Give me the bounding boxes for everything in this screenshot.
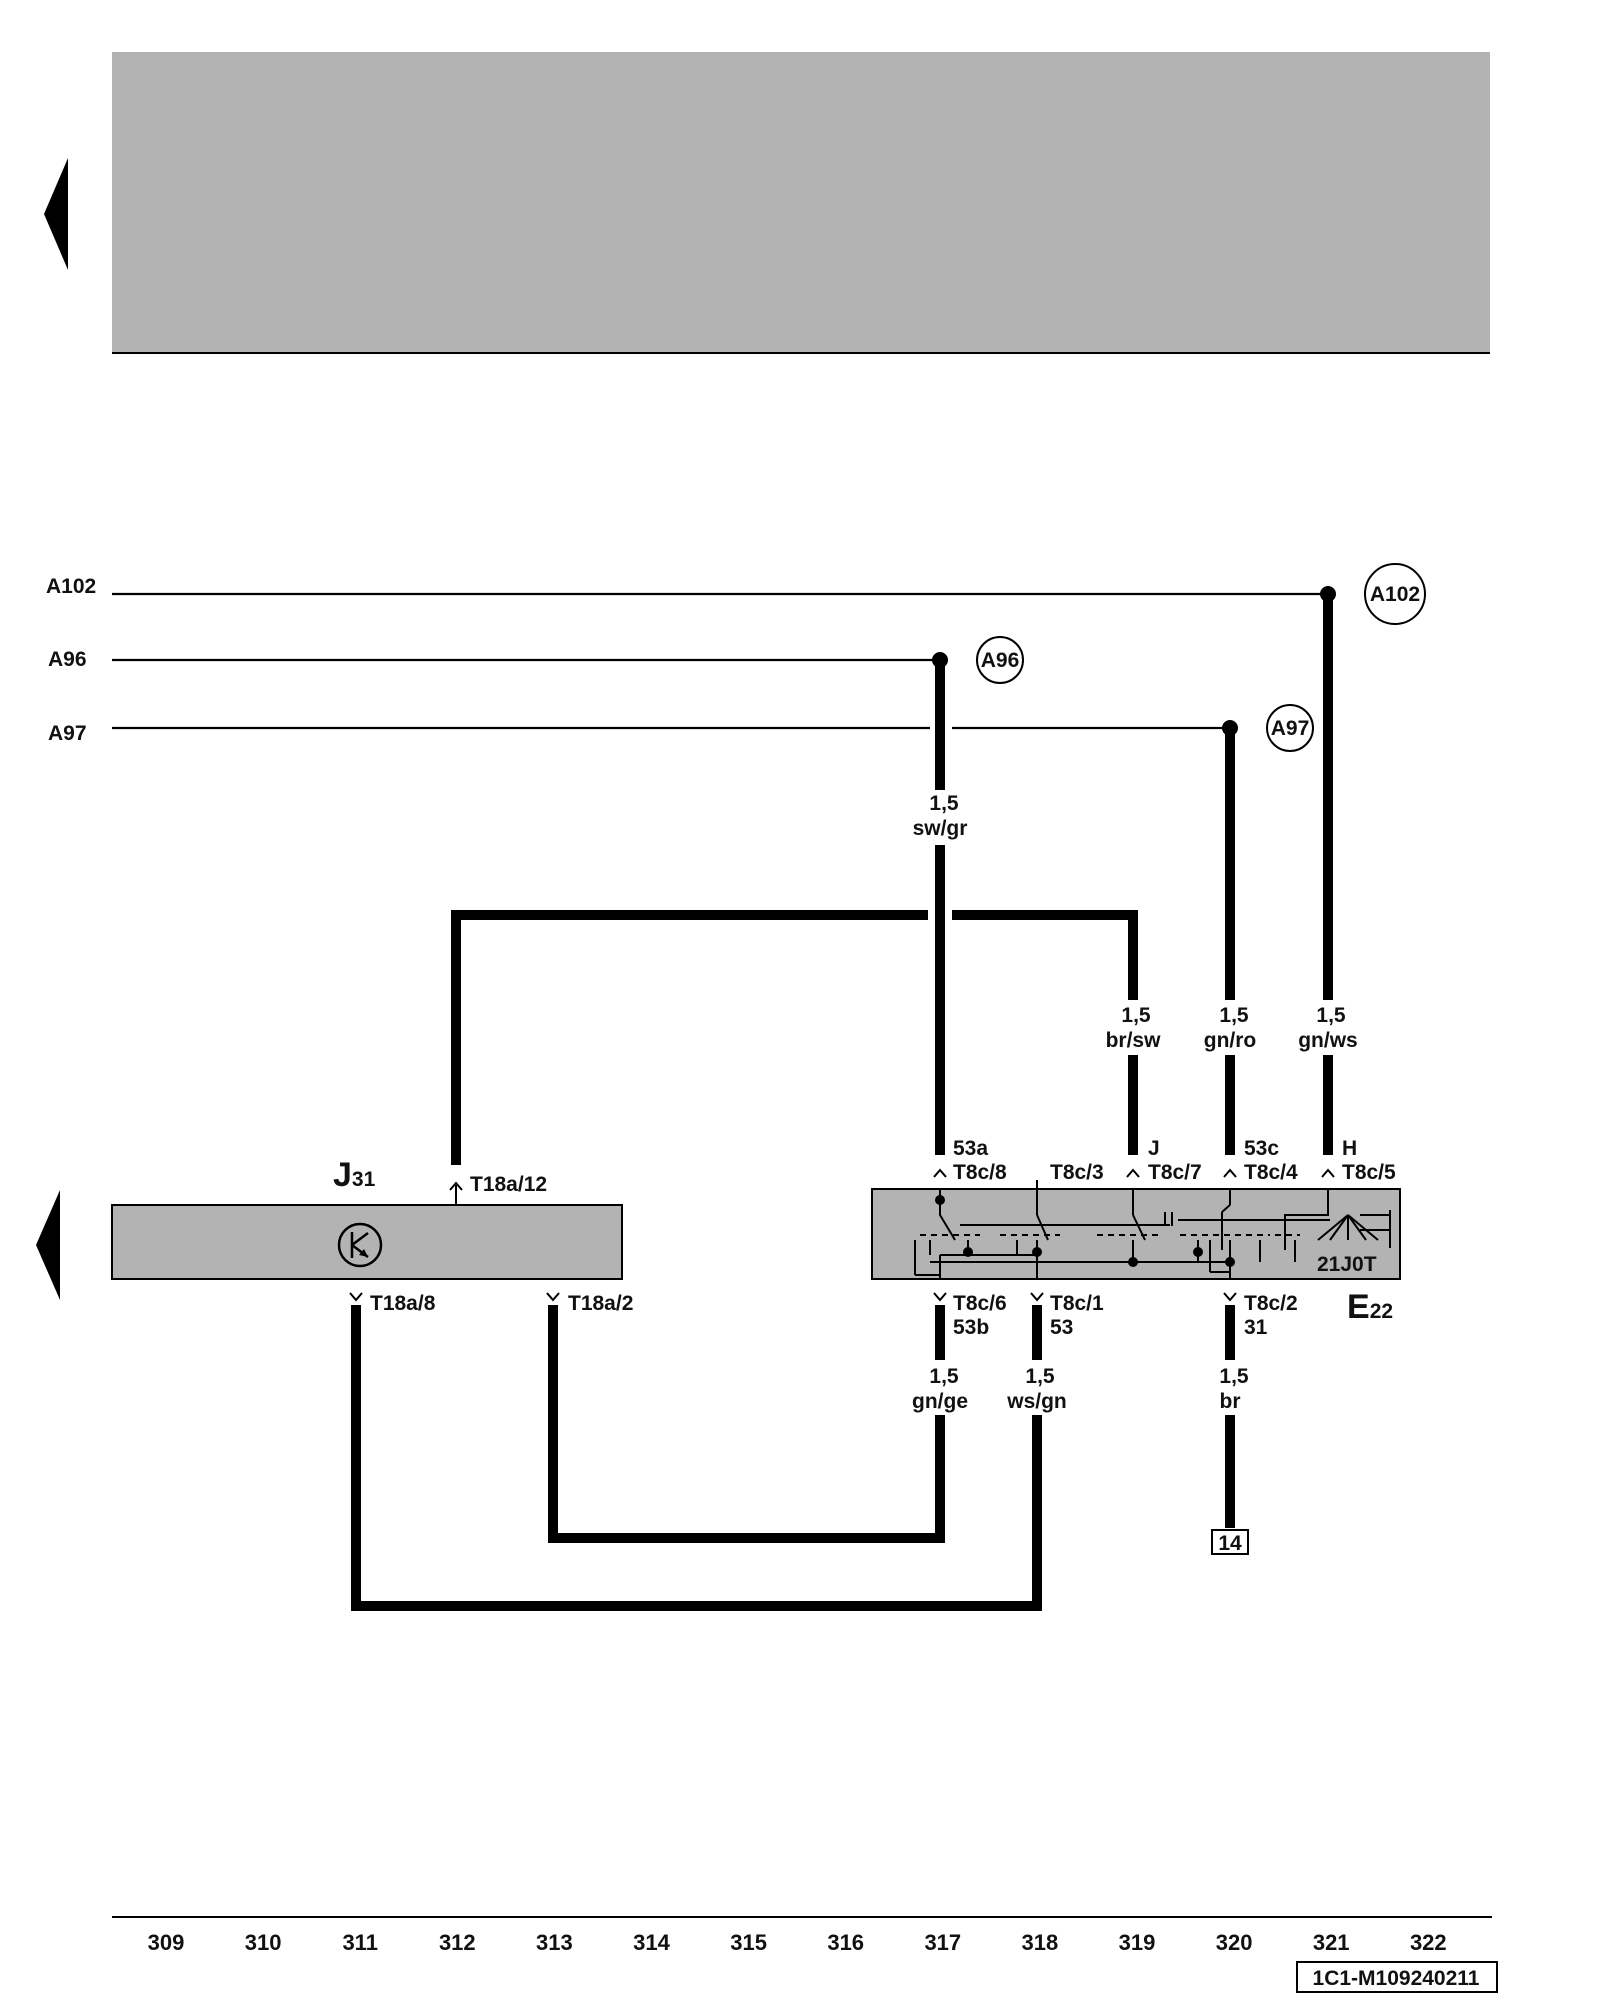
svg-text:gn/ge: gn/ge xyxy=(912,1390,968,1413)
track-number: 314 xyxy=(633,1930,670,1955)
svg-text:1,5: 1,5 xyxy=(1219,1365,1249,1388)
wire-label-gn-ws: 1,5 gn/ws xyxy=(1298,1004,1358,1052)
svg-text:1,5: 1,5 xyxy=(1219,1004,1249,1027)
pin-arrow-j31-left xyxy=(349,1292,363,1302)
svg-text:sw/gr: sw/gr xyxy=(913,817,968,840)
ground-line-a102: A102 A102 xyxy=(46,563,1426,625)
component-j31[interactable]: J31 xyxy=(111,1156,623,1280)
svg-text:gn/ro: gn/ro xyxy=(1204,1029,1257,1052)
wire-label-br: 1,5 br xyxy=(1219,1365,1249,1413)
connector-label-a97: A97 xyxy=(1271,717,1310,740)
track-number: 315 xyxy=(730,1930,767,1955)
svg-text:1C1-M109240211: 1C1-M109240211 xyxy=(1313,1967,1480,1990)
svg-text:1,5: 1,5 xyxy=(1316,1004,1346,1027)
track-number: 310 xyxy=(245,1930,282,1955)
track-numbers: 309 310 311 312 313 314 315 316 317 318 319 320 321 3… xyxy=(148,1930,1447,1955)
pin-func-31: 31 xyxy=(1244,1316,1268,1339)
pin-label-t18a-2: T18a/2 xyxy=(568,1292,633,1315)
svg-text:gn/ws: gn/ws xyxy=(1298,1029,1358,1052)
pin-label-t18a-12: T18a/12 xyxy=(470,1173,547,1196)
wire-br-sw xyxy=(451,910,1138,1165)
track-number: 309 xyxy=(148,1930,185,1955)
wire-gn-ge xyxy=(548,1305,945,1543)
e22-designation: E22 xyxy=(1347,1288,1393,1326)
wire-label-ws-gn: 1,5 ws/gn xyxy=(1006,1365,1067,1413)
track-number: 317 xyxy=(924,1930,961,1955)
connector-circle-a96 xyxy=(976,636,1024,684)
svg-text:1,5: 1,5 xyxy=(929,1365,959,1388)
pin-label-t8c-3: T8c/3 xyxy=(1050,1161,1104,1184)
wire-label-gn-ro: 1,5 gn/ro xyxy=(1204,1004,1257,1052)
pin-label-t8c-6: T8c/6 xyxy=(953,1292,1007,1315)
track-number: 311 xyxy=(342,1930,378,1955)
pin-label-t8c-8: T8c/8 xyxy=(953,1161,1007,1184)
pin-label-t8c-7: T8c/7 xyxy=(1148,1161,1202,1184)
pin-label-t18a-8: T18a/8 xyxy=(370,1292,436,1315)
svg-text:1,5: 1,5 xyxy=(1025,1365,1055,1388)
doc-code-box: 1C1-M109240211 xyxy=(1296,1961,1498,1993)
pin-func-53b: 53b xyxy=(953,1316,989,1339)
connector-label-a96: A96 xyxy=(981,649,1020,672)
connector-label-a102: A102 xyxy=(1370,583,1420,606)
track-number: 318 xyxy=(1022,1930,1059,1955)
relay-symbol-icon xyxy=(337,1222,383,1268)
track-number: 316 xyxy=(827,1930,864,1955)
connector-circle-a97 xyxy=(1266,704,1314,752)
wire-label-gn-ge: 1,5 gn/ge xyxy=(912,1365,968,1413)
pin-func-h: H xyxy=(1342,1137,1357,1160)
pin-arrow-j31-top xyxy=(449,1181,463,1205)
track-number: 313 xyxy=(536,1930,573,1955)
pin-label-t8c-1: T8c/1 xyxy=(1050,1292,1104,1315)
svg-text:14: 14 xyxy=(1218,1532,1242,1555)
switch-junction-dots xyxy=(935,1195,1235,1267)
wire-label-br-sw: 1,5 br/sw xyxy=(1106,1004,1162,1052)
component-e22[interactable]: 21J0T E22 xyxy=(871,1180,1401,1326)
wire-ws-gn xyxy=(351,1305,1042,1611)
j31-designation: J31 xyxy=(333,1156,376,1194)
svg-text:1,5: 1,5 xyxy=(1121,1004,1151,1027)
e22-bottom-pin-arrows xyxy=(933,1292,1237,1302)
pin-func-j: J xyxy=(1148,1137,1160,1160)
e22-code: 21J0T xyxy=(1317,1253,1377,1276)
pin-func-53c: 53c xyxy=(1244,1137,1279,1160)
track-number: 322 xyxy=(1410,1930,1447,1955)
pin-label-t8c-5: T8c/5 xyxy=(1342,1161,1396,1184)
pin-label-t8c-4: T8c/4 xyxy=(1244,1161,1298,1184)
continuation-arrow-icon[interactable] xyxy=(36,1190,60,1300)
previous-page-arrow-icon[interactable] xyxy=(44,158,68,270)
svg-text:br/sw: br/sw xyxy=(1106,1029,1162,1052)
svg-text:1,5: 1,5 xyxy=(929,792,959,815)
ground-reference-box: 14 xyxy=(1211,1529,1249,1555)
svg-text:br: br xyxy=(1220,1390,1241,1413)
track-number: 321 xyxy=(1313,1930,1350,1955)
pin-arrow-j31-right xyxy=(546,1292,560,1302)
pin-label-t8c-2: T8c/2 xyxy=(1244,1292,1298,1315)
e22-top-pin-arrows xyxy=(933,1168,1335,1178)
lamp-symbol-icon xyxy=(1317,1214,1379,1241)
ground-label-a102: A102 xyxy=(46,575,96,598)
ground-line-a96: A96 A96 xyxy=(48,636,1024,684)
ground-label-a96: A96 xyxy=(48,648,87,671)
wire-label-sw-gr: 1,5 sw/gr xyxy=(913,792,968,840)
header-bar xyxy=(112,52,1490,352)
track-number: 320 xyxy=(1216,1930,1253,1955)
svg-text:ws/gn: ws/gn xyxy=(1006,1390,1067,1413)
pin-func-53a: 53a xyxy=(953,1137,988,1160)
pin-func-53: 53 xyxy=(1050,1316,1073,1339)
ground-label-a97: A97 xyxy=(48,722,87,745)
connector-circle-a102 xyxy=(1364,563,1426,625)
ground-line-a97: A97 A97 xyxy=(48,704,1314,752)
track-number: 312 xyxy=(439,1930,476,1955)
track-number: 319 xyxy=(1119,1930,1156,1955)
